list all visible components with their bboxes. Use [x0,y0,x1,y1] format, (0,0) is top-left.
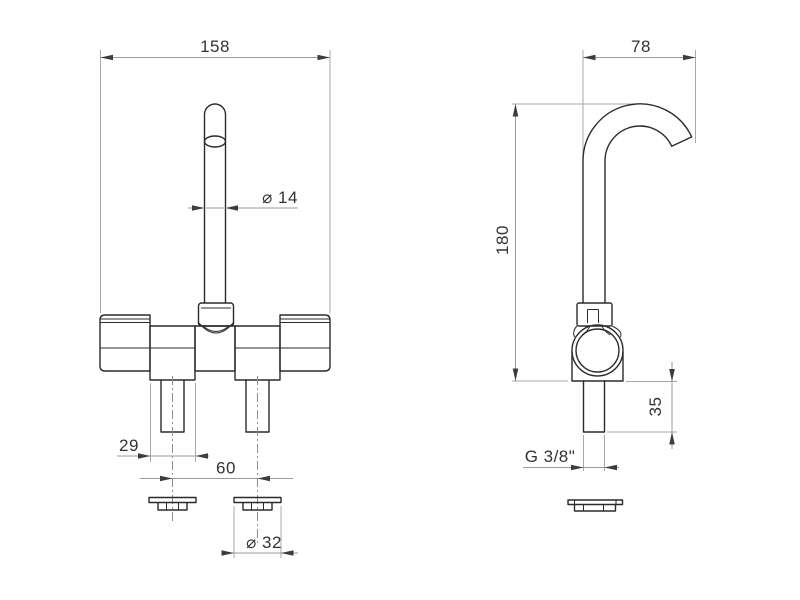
arrowhead-right [281,550,294,556]
inlet-shank [582,380,606,433]
dim-label-29: 29 [119,436,139,455]
inlet-pipes-front [160,376,270,546]
spout-side [582,103,693,304]
flange-side [567,499,624,512]
body-front [99,314,331,381]
front-view: 158 ⌀ 14 [99,37,331,558]
dim-label-78: 78 [631,37,651,56]
dim-spout-reach: 78 [582,37,696,160]
dim-label-60: 60 [216,459,236,478]
dim-label-35: 35 [646,397,665,417]
dim-label-d14: ⌀ 14 [262,188,298,207]
dim-flange-diameter: ⌀ 32 [221,506,298,558]
handle-left [99,314,151,372]
arrowhead-left [138,453,151,459]
spout-outlet [203,135,227,148]
spout-profile [582,103,693,304]
flange-right-plate [233,496,282,504]
arrowhead-right [317,54,330,61]
dim-inlet-thread: G 3/8" [523,435,619,471]
dim-valve-offset: 29 [117,383,209,462]
spout-front [203,103,227,304]
body-ring-inner [575,328,620,373]
dim-spout-height: 180 [493,103,643,382]
valve-block-right [234,325,281,381]
arrowhead-left [160,475,173,482]
arrowhead-down [512,368,519,381]
flange-plate [567,499,624,506]
spout-tube [203,103,227,304]
arrowhead-up [669,432,675,445]
arrowhead-right [683,54,696,61]
dim-label-d32: ⌀ 32 [246,533,282,552]
arrowhead-right [257,475,270,482]
mounting-nut [576,302,613,327]
collar-arc-inner [202,325,230,332]
arrowhead-right [604,464,617,471]
arrowhead-right [195,453,208,459]
valve-block-left [149,325,196,381]
dim-overall-width: 158 [100,37,331,313]
arrowhead-down [669,369,675,382]
dim-label-g38: G 3/8" [525,447,576,466]
dim-label-180: 180 [493,225,512,255]
dim-shank-length: 35 [607,362,677,449]
dim-inlet-spacing: 60 [140,459,293,482]
arrowhead-left [583,54,596,61]
arrowhead-left [192,205,205,211]
flange-right-nut [242,502,273,511]
body-base [571,351,624,382]
handle-right [279,314,331,372]
dim-label-158: 158 [200,37,230,56]
neck-curves [573,325,622,338]
arrowhead-right [225,205,238,211]
flange-nut [573,503,617,512]
nut-notch [587,309,599,323]
flange-left-nut [157,502,188,511]
arrowhead-up [512,104,519,117]
arrowhead-left [100,54,113,61]
inlet-shank-side [582,380,606,433]
dim-spout-diameter: ⌀ 14 [188,188,298,211]
arrowhead-left [221,550,234,556]
side-view: 78 180 [493,37,696,512]
arrowhead-left [571,464,584,471]
flange-left-plate [148,496,197,504]
collar-nut [197,302,235,327]
flanges-front [148,496,282,511]
body-side [571,302,624,382]
body-ring-outer [571,324,624,377]
spout-collar [197,302,235,334]
